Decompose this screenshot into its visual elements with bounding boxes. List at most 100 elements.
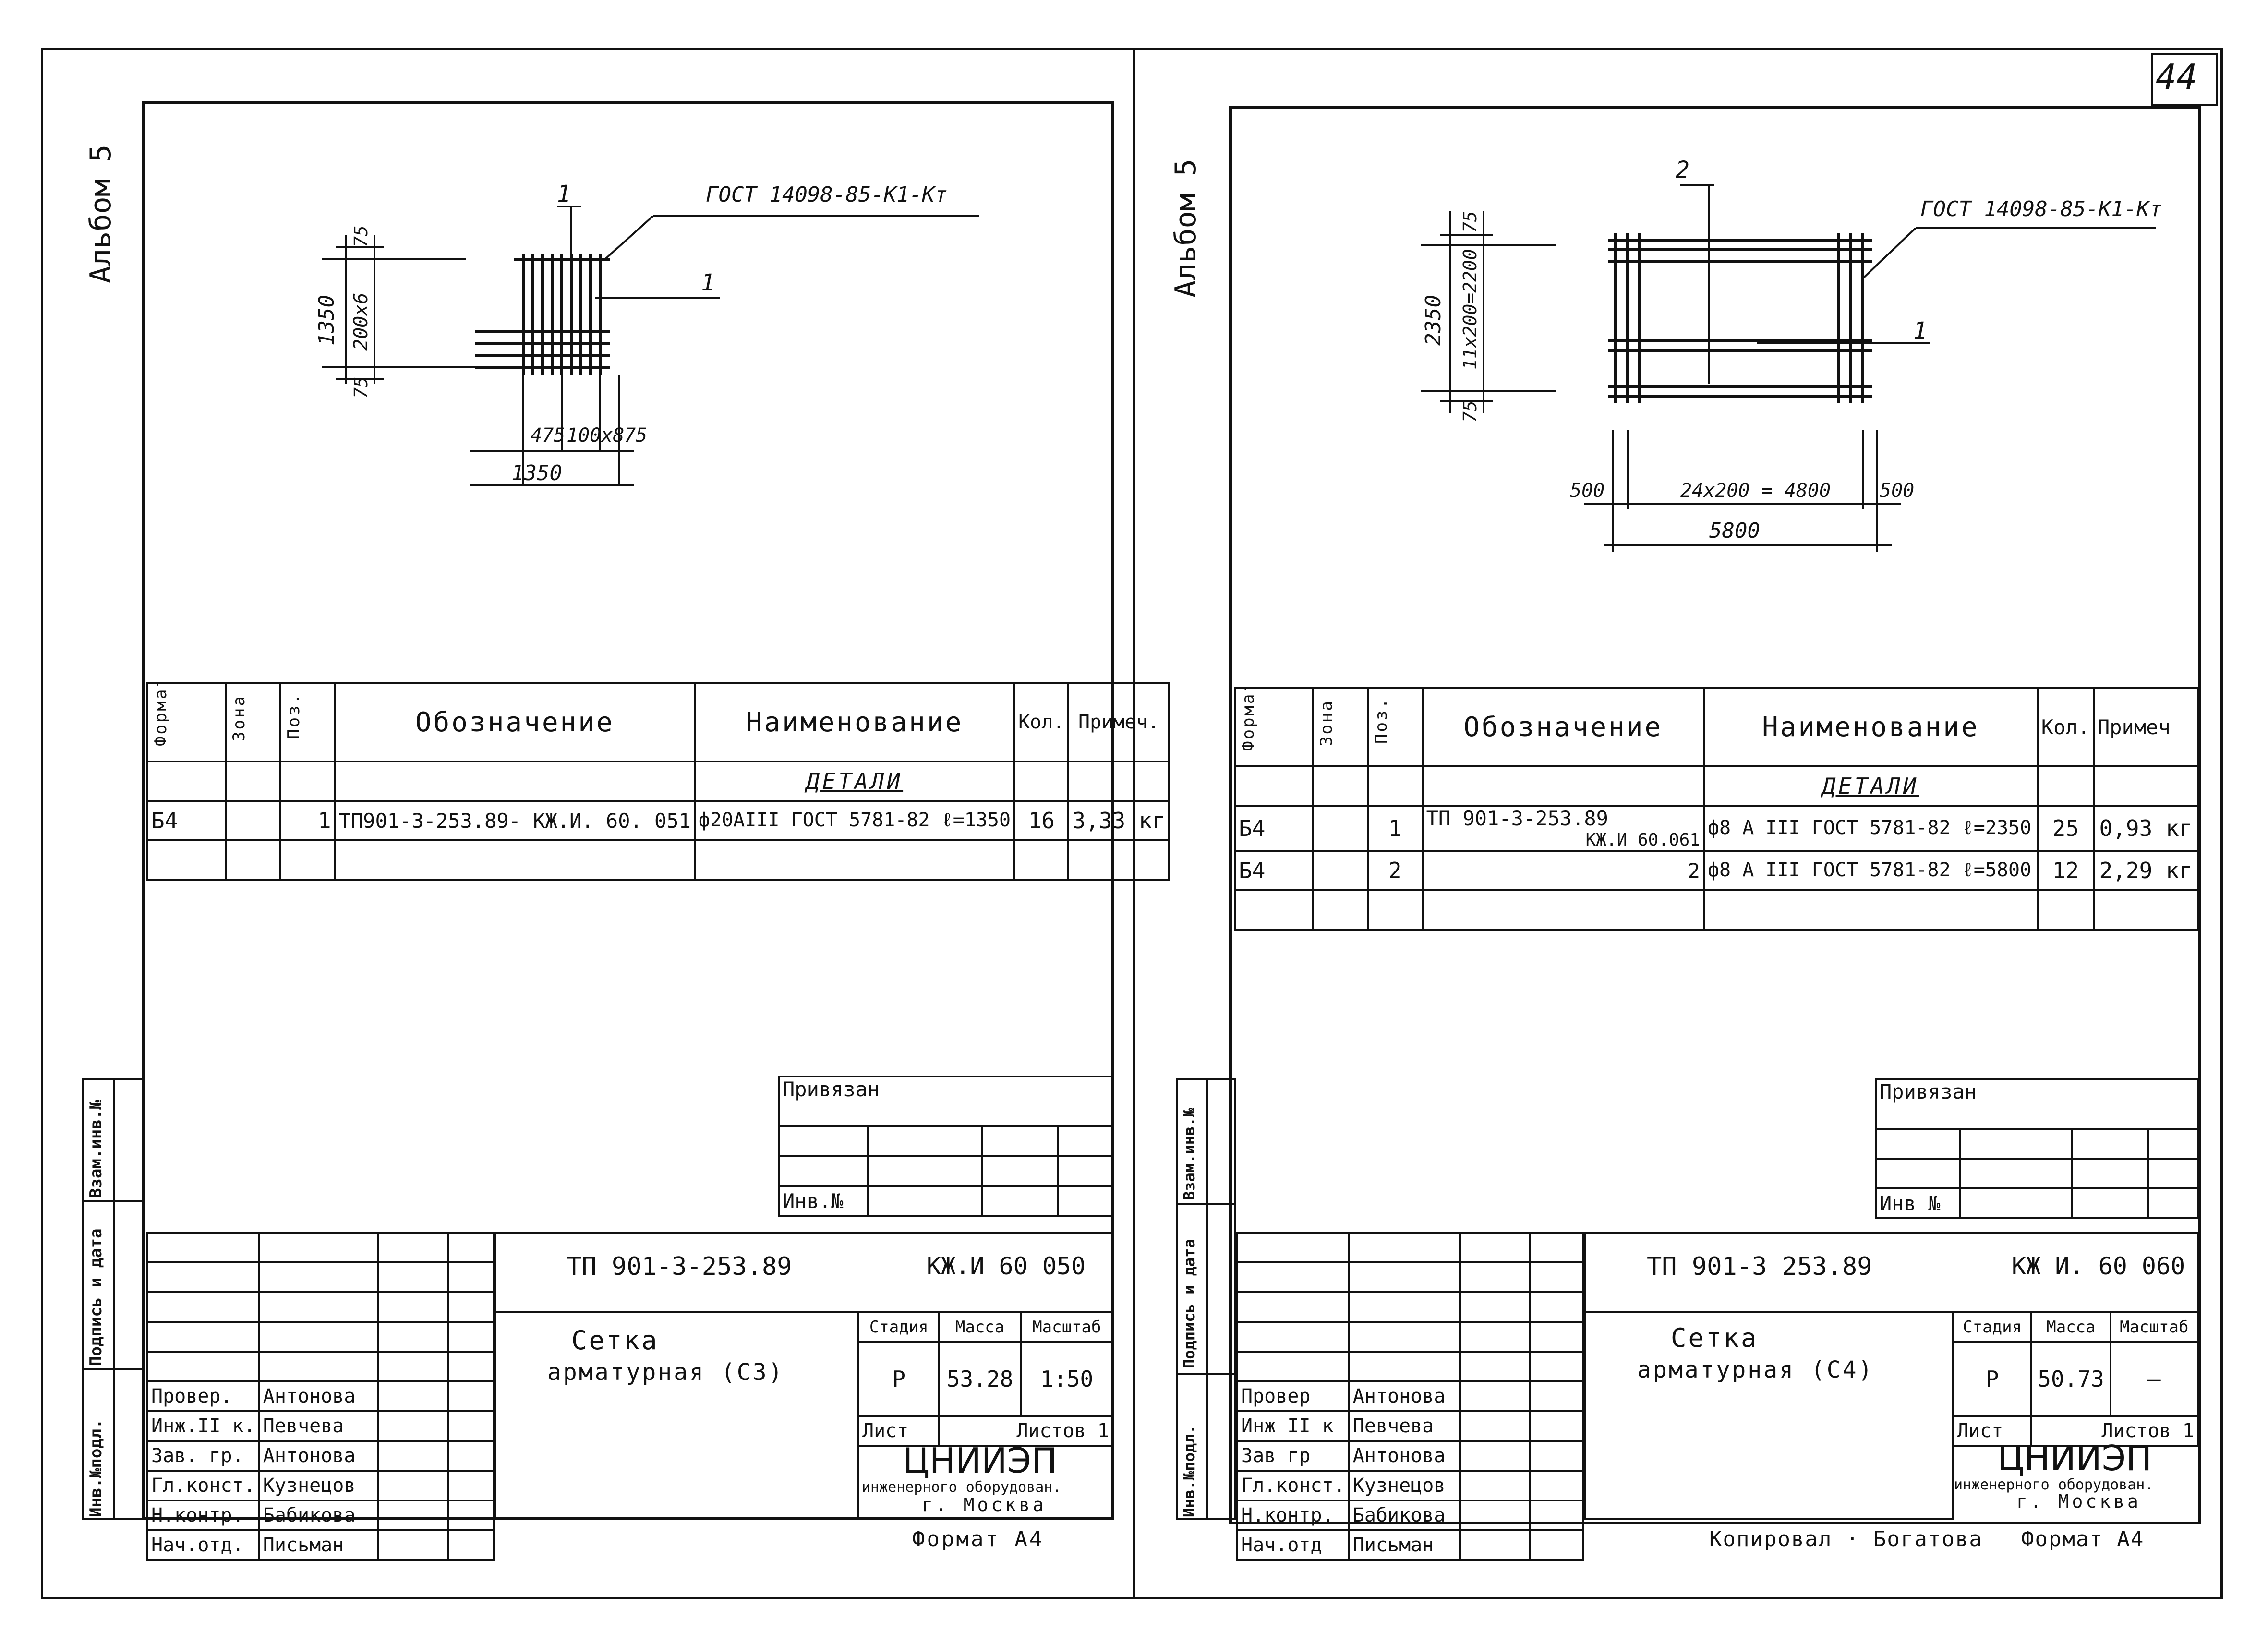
- left-mass: 53.28: [938, 1341, 1022, 1417]
- page-number: 44: [2156, 57, 2197, 97]
- left-role-5: Нач.отд.: [146, 1529, 260, 1561]
- left-org3: г. Москва: [922, 1494, 1047, 1515]
- left-col-note: Примеч.: [1067, 682, 1170, 762]
- left-leader-1-top: 1: [557, 181, 571, 207]
- page-number-box: [2151, 53, 2218, 106]
- right-name-1: Певчева: [1348, 1410, 1461, 1442]
- left-role-3: Гл.конст.: [146, 1470, 260, 1501]
- right-scale-h: Масштаб: [2109, 1311, 2199, 1343]
- left-inv-label: Инв.№: [778, 1185, 869, 1217]
- left-dim-h-total: 1350: [314, 295, 339, 346]
- right-gost-label: ГОСТ 14098-85-К1-Кт: [1920, 197, 2162, 221]
- left-name-4: Бабикова: [258, 1500, 379, 1531]
- left-org1: ЦНИИЭП: [903, 1440, 1058, 1481]
- left-row1-pos: 1: [279, 800, 336, 841]
- right-row2-name: ф8 А III ГОСТ 5781-82 ℓ=5800: [1702, 850, 2039, 891]
- right-dim-h-mid: 11х200=2200: [1460, 249, 1481, 370]
- left-dim-w-mid: 100х8: [567, 424, 624, 447]
- left-scale: 1:50: [1019, 1341, 1114, 1417]
- right-sheet-label: Лист: [1952, 1415, 2033, 1447]
- right-mass: 50.73: [2030, 1341, 2111, 1417]
- right-code: ТП 901-3 253.89: [1647, 1252, 1872, 1281]
- left-title-line2: арматурная (С3): [547, 1359, 784, 1386]
- left-name-0: Антонова: [258, 1380, 379, 1412]
- left-sidebar-inv: Инв.№подл.: [86, 1419, 106, 1517]
- left-name-2: Антонова: [258, 1440, 379, 1472]
- right-scale: —: [2109, 1341, 2199, 1417]
- right-row2-designation-b: 2: [1688, 859, 1700, 883]
- left-section-title: ДЕТАЛИ: [693, 761, 1016, 802]
- right-col-qty: Кол.: [2036, 687, 2095, 767]
- left-people-table: Провер.Антонова Инж.II к.Певчева Зав. гр…: [146, 1232, 495, 1561]
- left-privyazan-table: Привязан Инв.№: [778, 1076, 1114, 1217]
- left-stage-h: Стадия: [857, 1311, 941, 1343]
- right-mass-h: Масса: [2030, 1311, 2111, 1343]
- left-title-line1: Сетка: [571, 1325, 659, 1355]
- right-dim-w-left: 500: [1570, 480, 1604, 502]
- left-name-1: Певчева: [258, 1410, 379, 1442]
- right-role-0: Провер: [1236, 1380, 1350, 1412]
- right-dim-w-mid: 24х200 = 4800: [1680, 480, 1831, 502]
- right-format: Формат А4: [2021, 1527, 2145, 1551]
- left-row1-designation: ТП901-3-253.89- КЖ.И. 60. 051: [334, 800, 696, 841]
- right-name-2: Антонова: [1348, 1440, 1461, 1472]
- right-role-4: Н.контр.: [1236, 1500, 1350, 1531]
- right-name-3: Кузнецов: [1348, 1470, 1461, 1501]
- table-row: Б4 2 2 ф8 А III ГОСТ 5781-82 ℓ=5800 12 2…: [1234, 850, 2199, 891]
- left-col-name: Наименование: [693, 682, 1016, 762]
- left-sheet-code: КЖ.И 60 050: [927, 1252, 1086, 1280]
- right-col-name: Наименование: [1702, 687, 2039, 767]
- right-org2: инженерного оборудован.: [1954, 1476, 2154, 1493]
- left-dim-h-mid: 200х6: [350, 293, 372, 351]
- left-col-qty: Кол.: [1013, 682, 1070, 762]
- right-role-3: Гл.конст.: [1236, 1470, 1350, 1501]
- left-privyazan-label: Привязан: [778, 1076, 1114, 1127]
- right-dim-h-top: 75: [1460, 211, 1481, 233]
- left-format: Формат А4: [912, 1527, 1044, 1551]
- right-row1-zone: [1312, 805, 1369, 852]
- left-stage: Р: [857, 1341, 941, 1417]
- right-name-5: Письман: [1348, 1529, 1461, 1561]
- left-row1-qty: 16: [1013, 800, 1070, 841]
- right-row1-designation-b: КЖ.И 60.061: [1585, 830, 1700, 850]
- left-col-pos: Поз.: [279, 682, 336, 762]
- left-dim-w-total: 1350: [511, 461, 562, 485]
- right-col-format: Формат: [1234, 687, 1314, 767]
- right-title-box: [1584, 1311, 1954, 1520]
- left-spec-table: Формат Зона Поз. Обозначение Наименовани…: [146, 682, 1170, 881]
- left-sheet-label: Лист: [857, 1415, 941, 1447]
- left-role-0: Провер.: [146, 1380, 260, 1412]
- left-role-4: Н.контр.: [146, 1500, 260, 1531]
- right-leader-1: 1: [1913, 317, 1927, 344]
- left-sidebar-sign: Подпись и дата: [86, 1228, 106, 1366]
- right-copied: Копировал · Богатова: [1709, 1527, 1983, 1551]
- right-title-line1: Сетка: [1671, 1323, 1759, 1353]
- right-album-label: Альбом 5: [1169, 159, 1203, 298]
- right-row2-format: Б4: [1234, 850, 1314, 891]
- right-col-zone: Зона: [1312, 687, 1369, 767]
- right-dim-h-total: 2350: [1421, 295, 1446, 346]
- right-row1-designation-a: ТП 901-3-253.89: [1426, 807, 1608, 830]
- right-inv-label: Инв №: [1875, 1187, 1961, 1219]
- right-row1-name: ф8 А III ГОСТ 5781-82 ℓ=2350: [1702, 805, 2039, 852]
- left-row1-name: ф20АIII ГОСТ 5781-82 ℓ=1350: [693, 800, 1016, 841]
- right-col-pos: Поз.: [1366, 687, 1424, 767]
- left-dim-w-left: 475: [531, 424, 565, 447]
- left-name-3: Кузнецов: [258, 1470, 379, 1501]
- left-role-1: Инж.II к.: [146, 1410, 260, 1442]
- left-name-5: Письман: [258, 1529, 379, 1561]
- left-dim-h-top: 75: [350, 225, 372, 247]
- left-code: ТП 901-3-253.89: [567, 1252, 792, 1281]
- left-sheets-label: Листов 1: [938, 1415, 1114, 1447]
- right-name-0: Антонова: [1348, 1380, 1461, 1412]
- right-spec-table: Формат Зона Поз. Обозначение Наименовани…: [1234, 687, 2199, 931]
- right-row1-pos: 1: [1366, 805, 1424, 852]
- right-row2-note: 2,29 кг: [2092, 850, 2199, 891]
- right-sheet-code: КЖ И. 60 060: [2012, 1252, 2185, 1280]
- left-col-designation: Обозначение: [334, 682, 696, 762]
- left-leader-1-right: 1: [701, 269, 715, 296]
- right-dim-w-right: 500: [1880, 480, 1914, 502]
- right-col-note: Примеч: [2092, 687, 2199, 767]
